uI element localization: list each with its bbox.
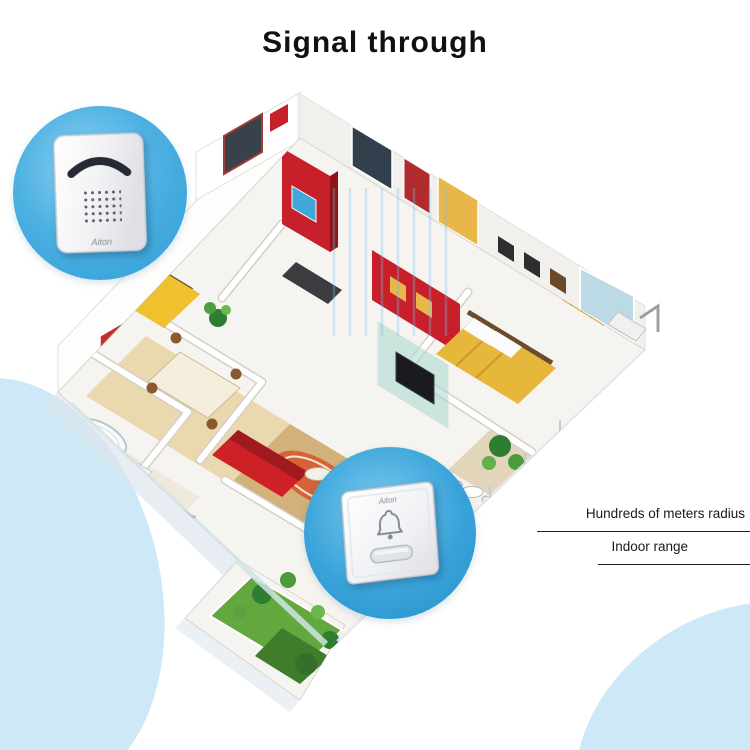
receiver-brand: Aiton xyxy=(90,237,112,248)
back-walls xyxy=(57,90,660,394)
garden-plants xyxy=(172,532,339,675)
doorbell-button: Aiton xyxy=(339,479,441,587)
window-red-curtain xyxy=(403,157,431,215)
radius-label: Hundreds of meters radius xyxy=(585,506,745,521)
doorbell-receiver: Aiton xyxy=(52,131,148,254)
ac-unit xyxy=(607,311,647,342)
blue-picture xyxy=(291,185,317,223)
accent-walls xyxy=(282,148,460,429)
wall-tv xyxy=(395,351,435,405)
wall-art-red xyxy=(270,104,288,132)
picture-frame xyxy=(524,252,540,278)
speaker-grill-icon xyxy=(80,190,123,226)
radius-underline xyxy=(537,531,750,532)
ac-pipe xyxy=(639,303,660,332)
background-arcs xyxy=(0,378,750,750)
picture-frame xyxy=(550,268,566,294)
page-title: Signal through xyxy=(262,26,488,59)
bell-icon xyxy=(377,509,403,536)
indoor-label: Indoor range xyxy=(611,539,688,554)
window-lit xyxy=(437,174,479,248)
speaker-arc-icon xyxy=(67,157,132,178)
button-highlight-circle: Aiton xyxy=(304,447,476,619)
tv-cabinet xyxy=(282,262,342,304)
indoor-underline xyxy=(598,564,750,565)
dining-set xyxy=(146,332,242,430)
shelf-niche xyxy=(390,276,406,302)
receiver-highlight-circle: Aiton xyxy=(13,106,187,280)
shelf-niche xyxy=(416,292,432,318)
picture-frame xyxy=(498,236,514,262)
bg-arc-left xyxy=(0,378,165,750)
bg-arc-right xyxy=(575,601,750,750)
window-1 xyxy=(351,124,393,192)
window-dark xyxy=(223,112,263,176)
signal-grid-lines xyxy=(332,188,448,336)
button-brand: Aiton xyxy=(377,495,397,506)
